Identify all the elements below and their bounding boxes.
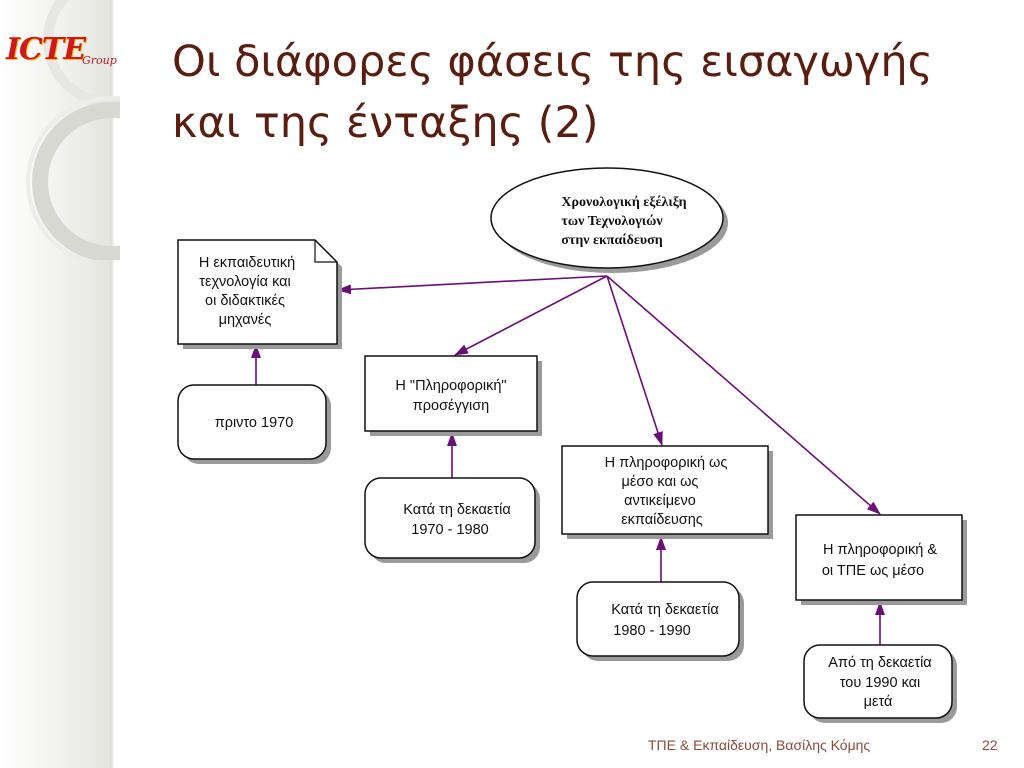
arrow-root-to-phase-3 <box>606 275 663 446</box>
phase-3-line-4: εκπαίδευσης <box>621 512 703 528</box>
root-node-line-3: στην εκπαίδευση <box>561 233 662 248</box>
footer-text: ΤΠΕ & Εκπαίδευση, Βασίλης Κόμης <box>648 737 871 753</box>
diagram-connectors <box>251 275 885 645</box>
root-node: Χρονολογική εξέλιξη των Τεχνολογιών στην… <box>490 167 728 273</box>
phase-3-line-2: μέσο και ως <box>622 474 699 490</box>
arrow-root-to-phase-2 <box>454 275 608 356</box>
root-node-line-1: Χρονολογική εξέλιξη <box>561 195 686 210</box>
period-4-line-1: Από τη δεκαετία <box>828 655 931 671</box>
phase-2-line-2: προσέγγιση <box>413 398 489 414</box>
period-3-line-1: Κατά τη δεκαετία <box>611 602 718 618</box>
period-node-1: πριντο 1970 <box>177 384 331 464</box>
period-node-3: Κατά τη δεκαετία 1980 - 1990 <box>576 581 744 661</box>
phase-1-line-1: Η εκπαιδευτική <box>199 255 295 271</box>
phase-3-line-3: αντικείμενο <box>624 493 696 509</box>
logo: ICTE Group <box>2 14 117 74</box>
period-4-line-2: του 1990 και <box>840 675 921 691</box>
decorative-rings <box>26 0 120 260</box>
phase-4-line-2: οι ΤΠΕ ως μέσο <box>822 563 924 579</box>
phase-node-4: Η πληροφορική & οι ΤΠΕ ως μέσο <box>795 514 967 605</box>
phase-1-line-2: τεχνολογία και <box>199 274 291 290</box>
period-3-line-2: 1980 - 1990 <box>613 623 690 639</box>
slide-title: Οι διάφορες φάσεις της εισαγωγής και της… <box>172 32 1002 154</box>
period-4-line-3: μετά <box>864 694 893 710</box>
period-2-line-2: 1970 - 1980 <box>411 522 488 538</box>
period-node-4: Από τη δεκαετία του 1990 και μετά <box>803 644 957 723</box>
phase-2-line-1: Η "Πληροφορική" <box>395 378 506 394</box>
period-1-line-1: πριντο 1970 <box>215 415 294 431</box>
phase-node-1: Η εκπαιδευτική τεχνολογία και οι διδακτι… <box>177 239 342 349</box>
phase-node-2: Η "Πληροφορική" προσέγγιση <box>364 355 542 436</box>
phase-1-line-3: οι διδακτικές <box>205 293 285 309</box>
arrow-root-to-phase-4 <box>606 275 881 515</box>
slide-title-line-2: και της ένταξης (2) <box>172 98 599 148</box>
page-number: 22 <box>982 737 998 753</box>
phase-3-line-1: Η πληροφορική ως <box>605 455 728 471</box>
logo-text: ICTE <box>6 32 86 67</box>
phase-4-line-1: Η πληροφορική & <box>823 542 937 558</box>
arrow-root-to-phase-1 <box>337 275 608 295</box>
logo-sub: Group <box>82 54 117 67</box>
period-2-line-1: Κατά τη δεκαετία <box>403 502 510 518</box>
period-node-2: Κατά τη δεκαετία 1970 - 1980 <box>364 477 540 563</box>
phase-node-3: Η πληροφορική ως μέσο και ως αντικείμενο… <box>561 445 773 539</box>
root-node-line-2: των Τεχνολογιών <box>561 214 663 229</box>
phase-1-line-4: μηχανές <box>219 312 272 328</box>
left-band-edge <box>110 0 114 768</box>
slide-title-line-1: Οι διάφορες φάσεις της εισαγωγής <box>172 37 933 87</box>
